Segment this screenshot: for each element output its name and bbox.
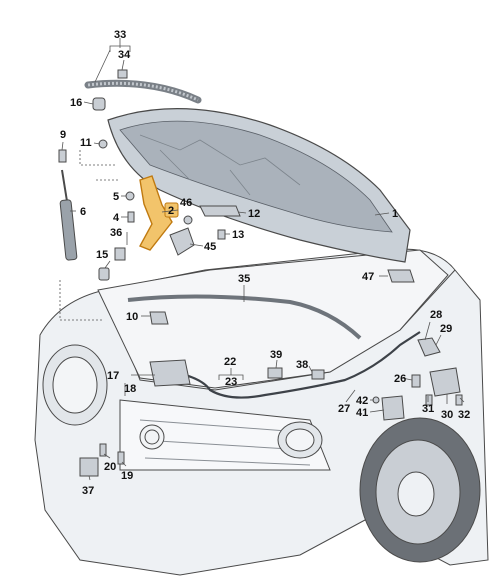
- leader-lines: [59, 38, 465, 481]
- callout-13: 13: [232, 229, 244, 241]
- callout-35: 35: [238, 273, 250, 285]
- callout-29: 29: [440, 323, 452, 335]
- front-wheel: [359, 417, 481, 563]
- callout-32: 32: [458, 409, 470, 421]
- hood-panel: [107, 108, 411, 263]
- callout-47: 47: [362, 271, 374, 283]
- callout-9: 9: [60, 129, 66, 141]
- callout-15: 15: [96, 249, 108, 261]
- callout-17: 17: [107, 370, 119, 382]
- callout-45: 45: [204, 241, 216, 253]
- callout-36: 36: [110, 227, 122, 239]
- callout-27: 27: [338, 403, 350, 415]
- callout-11: 11: [80, 137, 92, 149]
- callout-5: 5: [113, 191, 119, 203]
- callout-28: 28: [430, 309, 442, 321]
- callout-34: 34: [118, 49, 131, 61]
- callout-41: 41: [356, 407, 368, 419]
- callout-38: 38: [296, 359, 308, 371]
- callout-31: 31: [422, 403, 434, 415]
- brand-badge: [139, 424, 165, 450]
- gas-strut: [59, 169, 78, 261]
- callout-37: 37: [82, 485, 94, 497]
- callout-6: 6: [80, 206, 86, 218]
- bay-seal-strip: [127, 294, 362, 340]
- hood-hinge-highlighted: [139, 175, 173, 251]
- small-parts: [58, 69, 463, 477]
- release-cable: [159, 331, 421, 399]
- callout-10: 10: [126, 311, 138, 323]
- callout-labels: 33 34 16 9 11 5 6 4 2 46 36 45 12 13 1 1…: [60, 29, 470, 497]
- callout-4: 4: [113, 212, 120, 224]
- callout-23: 23: [225, 376, 237, 388]
- callout-22: 22: [224, 356, 236, 368]
- hood-seal-strip: [84, 79, 202, 104]
- callout-39: 39: [270, 349, 282, 361]
- callout-16: 16: [70, 97, 82, 109]
- headlights: [42, 344, 323, 459]
- callout-33: 33: [114, 29, 126, 41]
- callout-19: 19: [121, 470, 133, 482]
- callout-2: 2: [168, 205, 174, 217]
- callout-20: 20: [104, 461, 116, 473]
- brand-badge-inner: [144, 429, 160, 445]
- callout-26: 26: [394, 373, 406, 385]
- callout-1: 1: [392, 208, 398, 220]
- callout-30: 30: [441, 409, 453, 421]
- callout-46: 46: [180, 197, 192, 209]
- callout-12: 12: [248, 208, 260, 220]
- callout-18: 18: [124, 383, 136, 395]
- callout-42: 42: [356, 395, 368, 407]
